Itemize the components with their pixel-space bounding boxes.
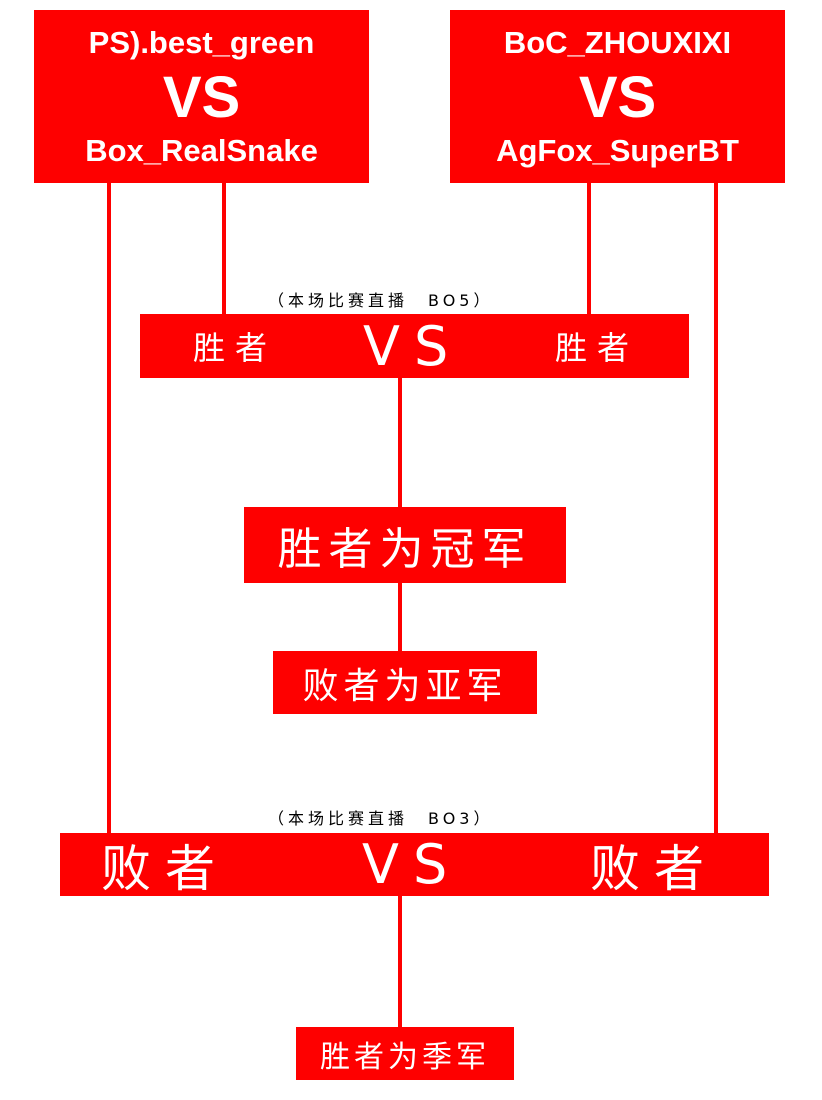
third-place-vs: VS bbox=[362, 833, 462, 896]
match-2-team-b: AgFox_SuperBT bbox=[496, 132, 739, 168]
connector-champion-to-runnerup bbox=[398, 582, 402, 652]
match-1-team-b: Box_RealSnake bbox=[85, 132, 318, 168]
final-match-bar: 胜者 VS 胜者 bbox=[140, 314, 689, 378]
third-place-broadcast-note: （本场比赛直播 BO3） bbox=[268, 809, 494, 828]
connector-final-to-champion bbox=[398, 377, 402, 508]
match-1-box: PS).best_green VS Box_RealSnake bbox=[34, 10, 369, 183]
final-left-slot: 胜者 bbox=[193, 329, 278, 367]
match-2-box: BoC_ZHOUXIXI VS AgFox_SuperBT bbox=[450, 10, 785, 183]
third-place-left-slot: 败者 bbox=[101, 839, 229, 898]
third-place-right-slot: 败者 bbox=[590, 839, 718, 898]
third-place-box: 胜者为季军 bbox=[296, 1027, 514, 1080]
final-vs: VS bbox=[363, 314, 463, 378]
match-2-team-a: BoC_ZHOUXIXI bbox=[503, 24, 732, 60]
runner-up-label: 败者为亚军 bbox=[302, 665, 508, 707]
connector-match2-winner bbox=[587, 182, 591, 315]
connector-third-place-to-result bbox=[398, 895, 402, 1028]
connector-match2-loser bbox=[714, 182, 718, 834]
final-right-slot: 胜者 bbox=[555, 329, 640, 367]
runner-up-box: 败者为亚军 bbox=[273, 651, 537, 714]
third-place-label: 胜者为季军 bbox=[320, 1039, 490, 1075]
third-place-match-bar: 败者 VS 败者 bbox=[60, 833, 769, 898]
final-broadcast-note: （本场比赛直播 BO5） bbox=[268, 291, 494, 310]
match-1-team-a: PS).best_green bbox=[88, 24, 315, 60]
connector-match1-winner bbox=[222, 182, 226, 315]
champion-box: 胜者为冠军 bbox=[244, 507, 566, 583]
match-1-vs: VS bbox=[162, 64, 241, 130]
match-2-vs: VS bbox=[578, 64, 657, 130]
connector-match1-loser bbox=[107, 182, 111, 834]
champion-label: 胜者为冠军 bbox=[277, 524, 533, 575]
